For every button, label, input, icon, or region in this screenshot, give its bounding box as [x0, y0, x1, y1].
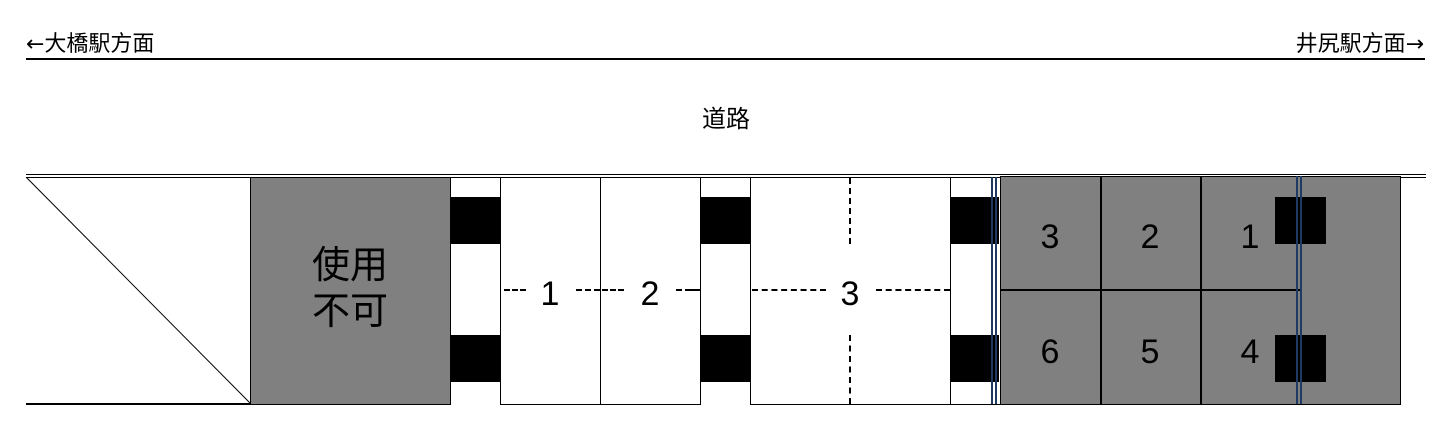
- space-number-2: 2: [640, 275, 660, 313]
- space-number-1: 1: [540, 275, 560, 313]
- space-number-3: 3: [840, 275, 860, 313]
- covered-space-number-6: 6: [1040, 333, 1060, 371]
- space-divider-dash: [690, 289, 700, 291]
- direction-left-label: ←大橋駅方面: [26, 32, 155, 57]
- road-boundary-line-inner: [26, 177, 1426, 178]
- covered-divider: [1200, 176, 1202, 405]
- parking-space-covered-6[interactable]: [1000, 290, 1100, 404]
- covered-space-number-1: 1: [1240, 218, 1260, 256]
- covered-space-number-2: 2: [1140, 218, 1160, 256]
- covered-space-number-5: 5: [1140, 333, 1160, 371]
- parking-space-covered-2[interactable]: [1100, 176, 1200, 289]
- space-divider-dash: [676, 289, 700, 291]
- gap-bottom-edge: [950, 177, 1002, 405]
- space-divider-dash: [504, 289, 526, 291]
- road-boundary-line-outer: [26, 174, 1426, 175]
- rail-line-right: [1296, 176, 1298, 404]
- header-underline: [26, 58, 1425, 60]
- entrance-wedge-diagonal: [26, 177, 252, 405]
- parking-space-open-2[interactable]: [600, 177, 701, 405]
- rail-line-right: [1300, 176, 1302, 404]
- unusable-area: 使用 不可: [250, 177, 451, 405]
- pillar: [451, 197, 501, 244]
- pillar: [701, 335, 751, 382]
- rail-line-left: [995, 177, 997, 404]
- covered-divider: [1100, 176, 1102, 405]
- space-divider-dash: [876, 289, 950, 291]
- covered-space-number-3: 3: [1040, 218, 1060, 256]
- parking-space-covered-5[interactable]: [1100, 290, 1200, 404]
- rail-line-left: [991, 177, 993, 404]
- unusable-label-line1: 使用: [311, 243, 388, 287]
- pillar: [701, 197, 751, 244]
- covered-divider: [1000, 289, 1300, 291]
- direction-right-label: 井尻駅方面→: [1295, 32, 1424, 57]
- space-divider-dash: [602, 289, 624, 291]
- space-divider-dash: [752, 289, 826, 291]
- unusable-label-line2: 不可: [311, 289, 388, 333]
- road-label: 道路: [702, 105, 750, 133]
- parking-space-open-1[interactable]: [500, 177, 601, 405]
- space-divider-dash: [576, 289, 600, 291]
- bottom-boundary-line: [26, 403, 251, 405]
- space-divider-dash: [849, 178, 851, 244]
- space-divider-dash: [849, 335, 851, 404]
- pillar: [451, 335, 501, 382]
- covered-space-number-4: 4: [1240, 333, 1260, 371]
- parking-space-covered-3[interactable]: [1000, 176, 1100, 289]
